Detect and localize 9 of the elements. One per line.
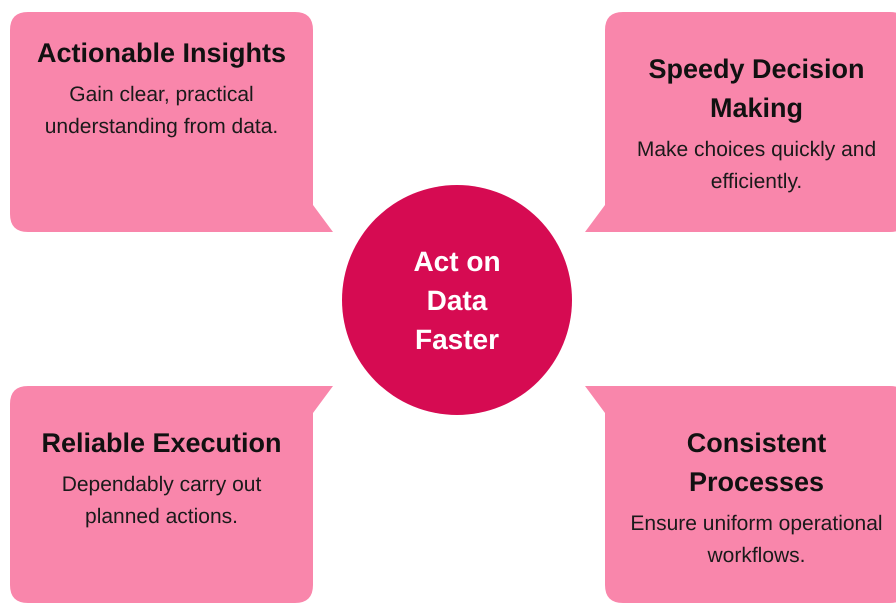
bubble-heading: Reliable Execution (41, 427, 282, 460)
bubble-description: Dependably carry out planned actions. (60, 472, 262, 530)
bubble-heading: Speedy Decision Making (647, 53, 866, 125)
bubble-description: Gain clear, practical understanding from data. (44, 82, 280, 140)
bubble-description: Make choices quickly and efficiently. (636, 137, 878, 195)
bubble-description: Ensure uniform operational workflows. (629, 511, 884, 569)
circle-title: Act on Data Faster (412, 244, 502, 356)
bubble-heading: Consistent Processes (686, 427, 828, 499)
bubble-heading: Actionable Insights (36, 37, 286, 70)
